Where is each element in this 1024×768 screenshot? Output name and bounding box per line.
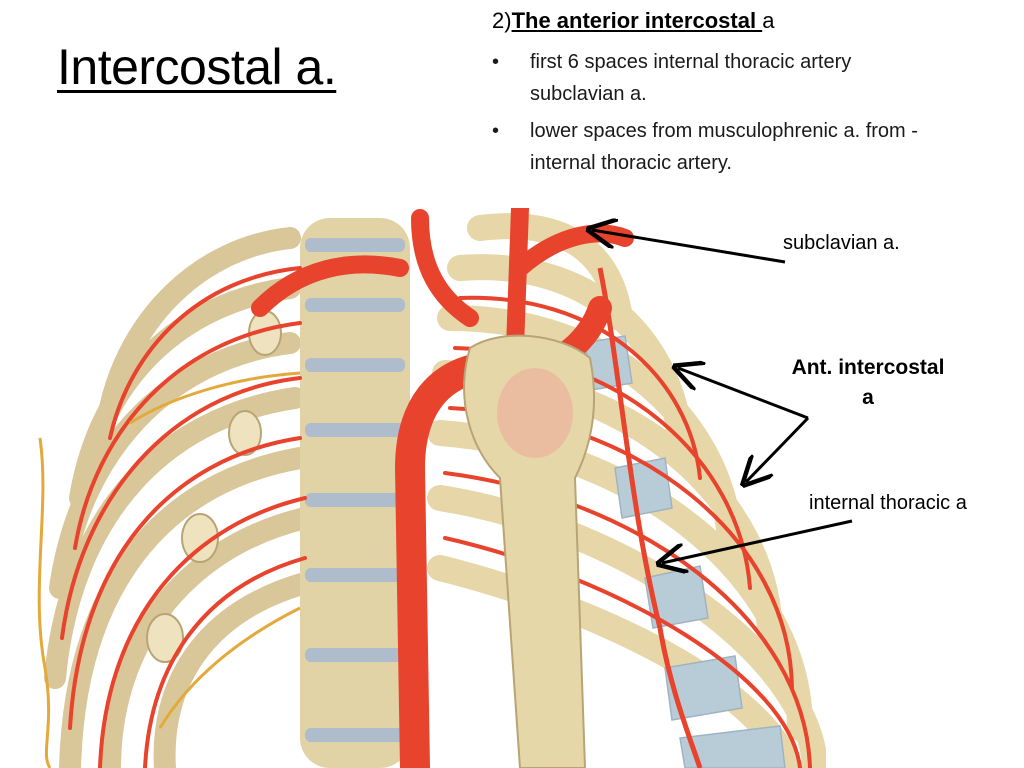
heading-suffix: a xyxy=(762,8,775,33)
heading-underlined: The anterior intercostal xyxy=(511,8,763,33)
intercostal-nerves xyxy=(37,371,301,768)
slide-title: Intercostal a. xyxy=(57,39,337,95)
bullet-item: • lower spaces from musculophrenic a. fro… xyxy=(492,115,932,179)
label-ant-intercostal-line1: Ant. intercostal xyxy=(791,356,945,379)
section-heading: 2)The anterior intercostal a xyxy=(492,8,774,34)
label-ant-intercostal: Ant. intercostal a xyxy=(752,353,984,413)
label-internal-thoracic: internal thoracic a xyxy=(809,492,967,514)
bullet-text: first 6 spaces internal thoracic artery … xyxy=(530,51,852,105)
rib-cut-ends xyxy=(146,310,282,663)
bullet-text: lower spaces from musculophrenic a. from… xyxy=(530,120,918,174)
label-subclavian: subclavian a. xyxy=(783,232,900,254)
internal-thoracic-artery xyxy=(597,267,703,768)
intercostal-arteries xyxy=(60,266,812,768)
bullet-list: • first 6 spaces internal thoracic artery… xyxy=(492,46,932,184)
thorax-illustration xyxy=(0,208,826,768)
sternum xyxy=(463,334,595,768)
bullet-item: • first 6 spaces internal thoracic artery… xyxy=(492,46,932,110)
heading-prefix: 2) xyxy=(492,8,512,33)
bullet-icon: • xyxy=(492,51,500,73)
label-ant-intercostal-line2: a xyxy=(862,386,874,409)
bullet-icon: • xyxy=(492,120,500,142)
vertebral-column xyxy=(300,218,410,768)
